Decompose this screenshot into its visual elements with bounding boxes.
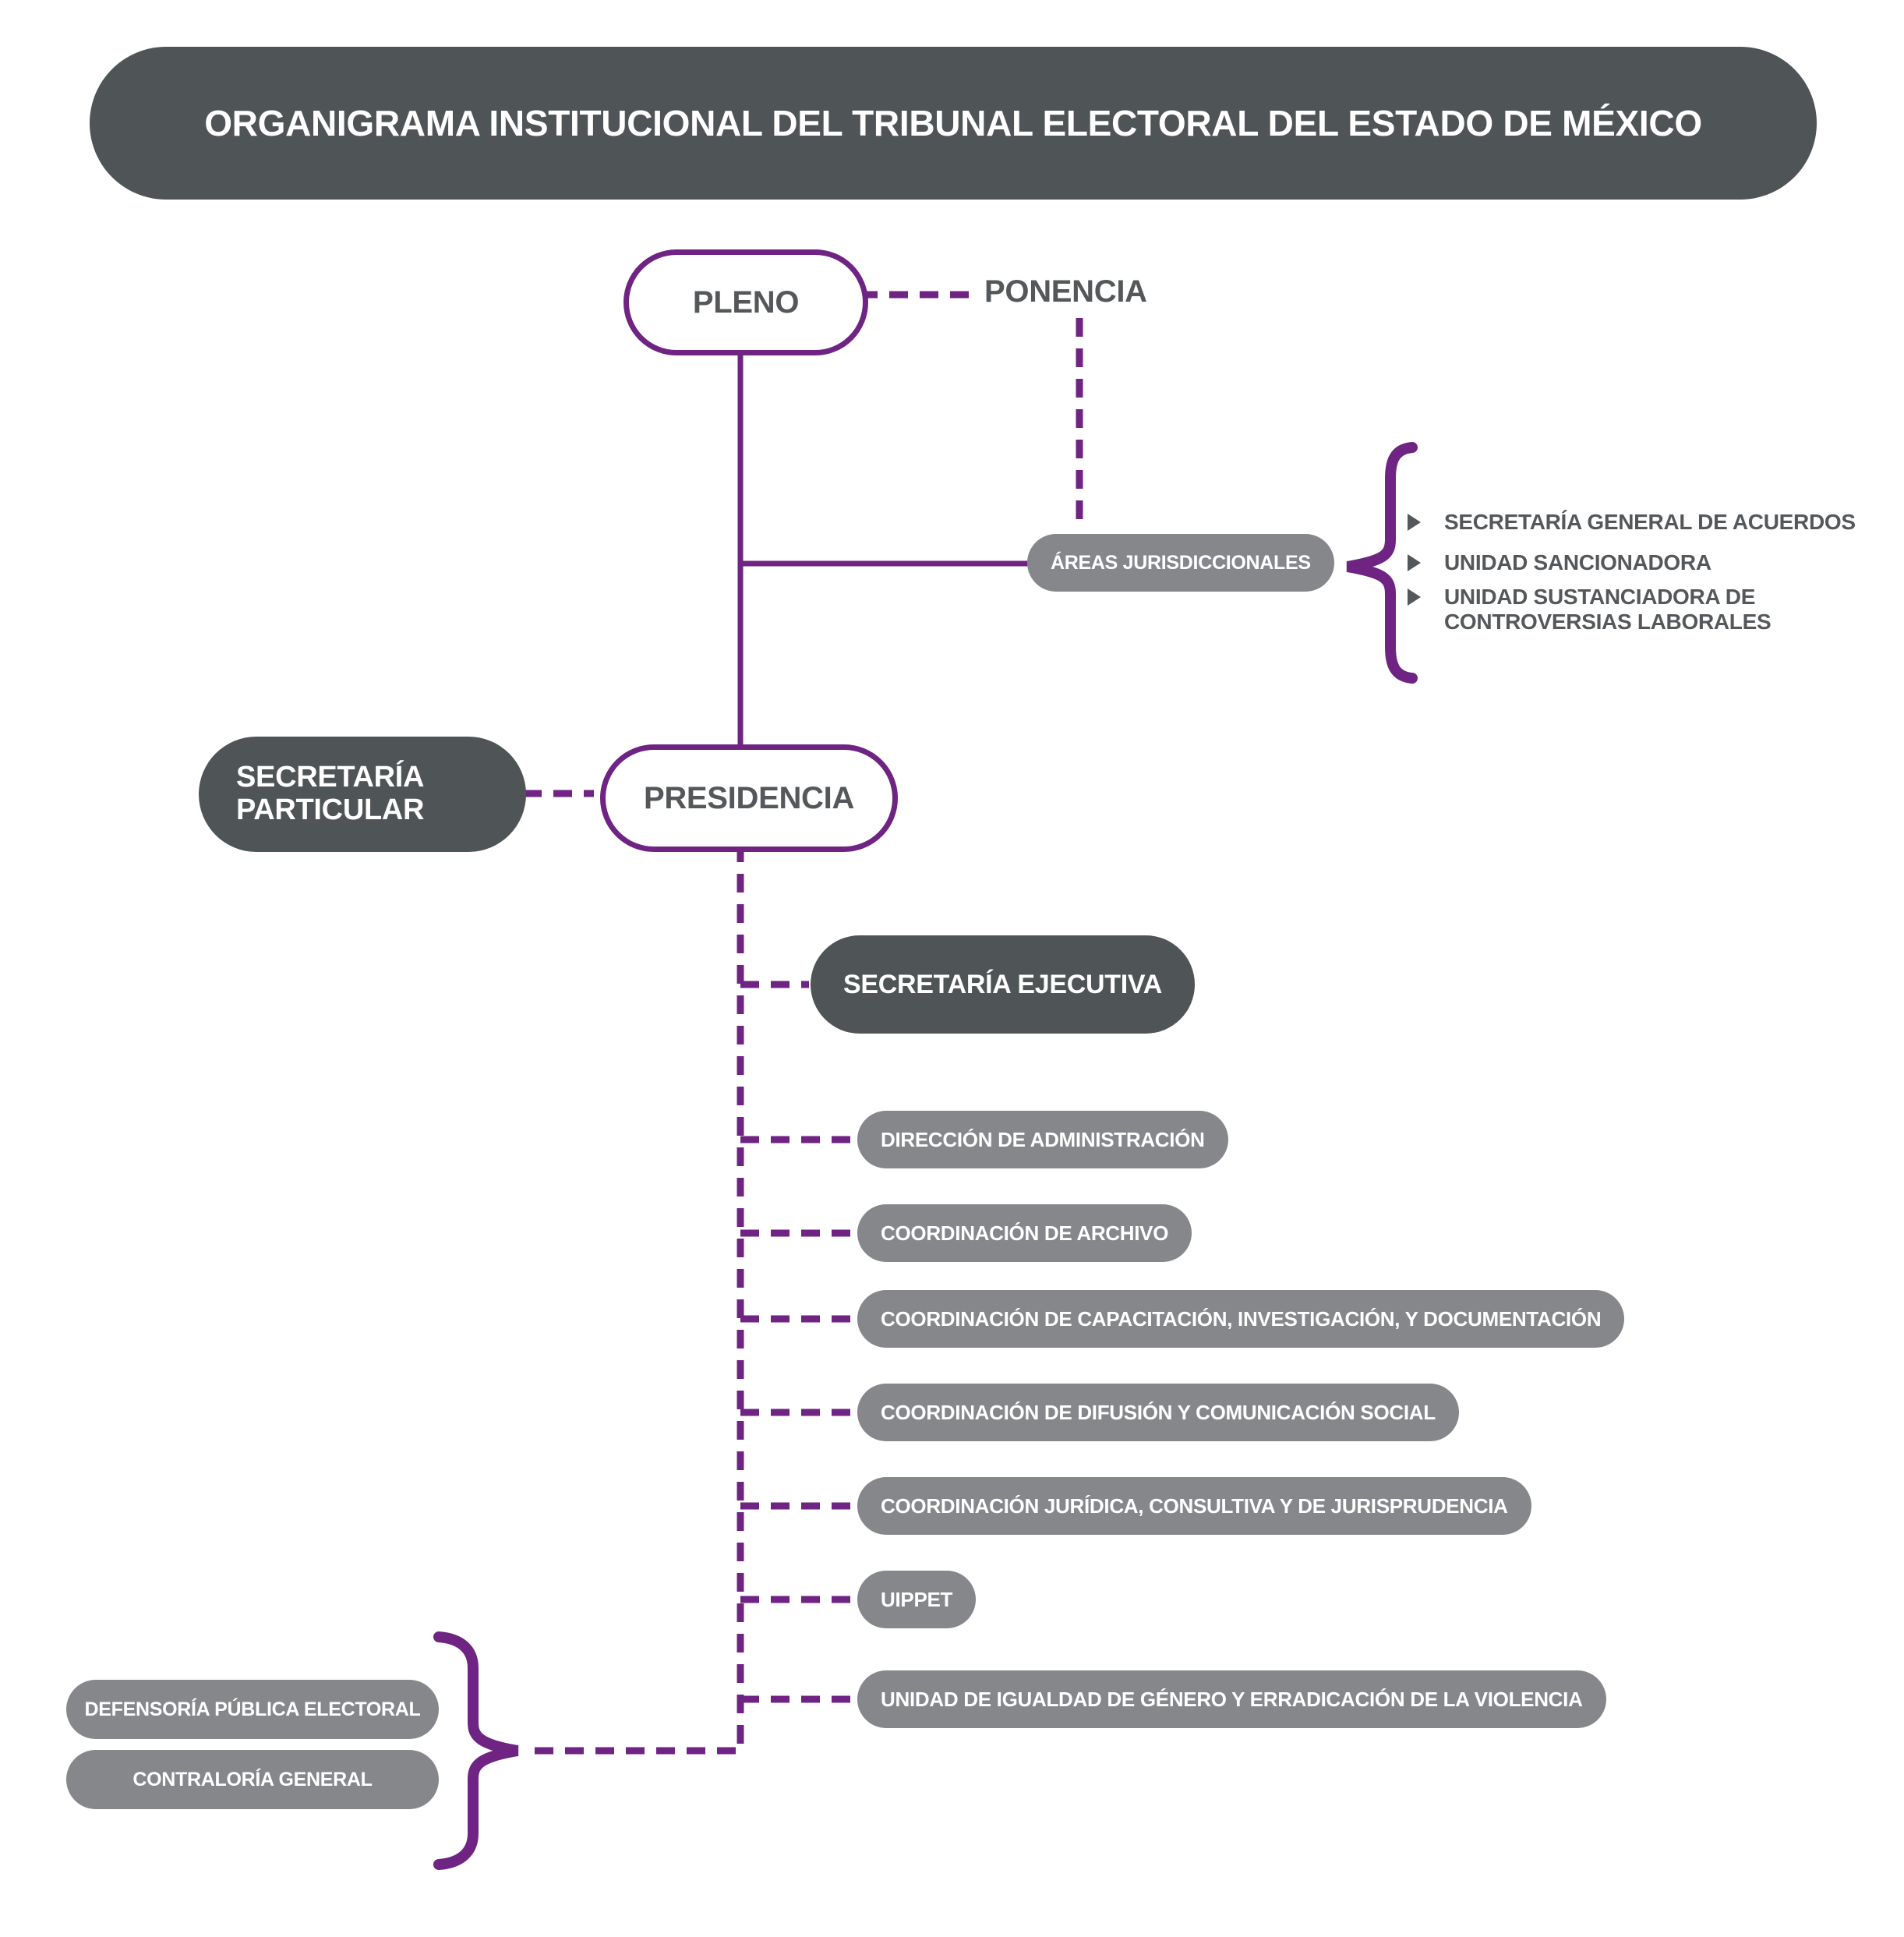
node-secretaria-particular-label: SECRETARÍA PARTICULAR xyxy=(236,761,425,826)
node-secretaria-ejecutiva-label: SECRETARÍA EJECUTIVA xyxy=(843,969,1162,999)
node-defensoria-publica-electoral: DEFENSORÍA PÚBLICA ELECTORAL xyxy=(66,1680,439,1739)
organ-label: CONTRALORÍA GENERAL xyxy=(132,1768,373,1790)
node-presidencia-label: PRESIDENCIA xyxy=(643,780,855,815)
node-uippet: UIPPET xyxy=(857,1571,977,1628)
triangle-bullet-icon xyxy=(1408,514,1421,531)
node-coordinacion-juridica-consultiva-jurisprudencia: COORDINACIÓN JURÍDICA, CONSULTIVA Y DE J… xyxy=(857,1477,1531,1535)
node-areas-jurisdiccionales-label: ÁREAS JURISDICCIONALES xyxy=(1051,551,1311,574)
node-coordinacion-difusion-comunicacion-social: COORDINACIÓN DE DIFUSIÓN Y COMUNICACIÓN … xyxy=(857,1384,1459,1441)
brace-oversight xyxy=(433,1631,519,1870)
node-presidencia: PRESIDENCIA xyxy=(600,744,898,852)
unit-label: COORDINACIÓN DE ARCHIVO xyxy=(881,1221,1169,1245)
unit-label: COORDINACIÓN JURÍDICA, CONSULTIVA Y DE J… xyxy=(881,1493,1508,1518)
node-secretaria-ejecutiva: SECRETARÍA EJECUTIVA xyxy=(811,935,1195,1034)
node-pleno: PLENO xyxy=(623,249,868,355)
triangle-bullet-icon xyxy=(1408,589,1421,606)
brace-jurisdiccionales xyxy=(1346,442,1418,684)
node-pleno-label: PLENO xyxy=(692,285,800,320)
unit-label: UIPPET xyxy=(881,1587,953,1611)
organ-label: DEFENSORÍA PÚBLICA ELECTORAL xyxy=(84,1698,421,1720)
jurisdictional-item-label: UNIDAD SUSTANCIADORA DE CONTROVERSIAS LA… xyxy=(1444,585,1772,634)
node-contraloria-general: CONTRALORÍA GENERAL xyxy=(66,1750,439,1809)
triangle-bullet-icon xyxy=(1408,554,1421,571)
node-unidad-igualdad-de-genero: UNIDAD DE IGUALDAD DE GÉNERO Y ERRADICAC… xyxy=(857,1670,1606,1728)
node-coordinacion-de-archivo: COORDINACIÓN DE ARCHIVO xyxy=(857,1204,1192,1262)
jurisdictional-item: SECRETARÍA GENERAL DE ACUERDOS xyxy=(1408,510,1856,535)
jurisdictional-item-label: UNIDAD SANCIONADORA xyxy=(1444,550,1711,574)
node-direccion-de-administracion: DIRECCIÓN DE ADMINISTRACIÓN xyxy=(857,1111,1228,1168)
unit-label: COORDINACIÓN DE DIFUSIÓN Y COMUNICACIÓN … xyxy=(881,1400,1436,1424)
unit-label: COORDINACIÓN DE CAPACITACIÓN, INVESTIGAC… xyxy=(881,1306,1602,1331)
unit-label: DIRECCIÓN DE ADMINISTRACIÓN xyxy=(881,1127,1205,1151)
node-ponencia: PONENCIA xyxy=(984,274,1147,309)
node-secretaria-particular: SECRETARÍA PARTICULAR xyxy=(199,737,526,852)
node-coordinacion-capacitacion-investigacion-documentacion: COORDINACIÓN DE CAPACITACIÓN, INVESTIGAC… xyxy=(857,1290,1625,1348)
connector-presidencia-spine xyxy=(527,843,744,1755)
jurisdictional-item: UNIDAD SUSTANCIADORA DE CONTROVERSIAS LA… xyxy=(1408,585,1779,635)
page-title: ORGANIGRAMA INSTITUCIONAL DEL TRIBUNAL E… xyxy=(204,103,1702,143)
node-ponencia-label: PONENCIA xyxy=(984,274,1147,309)
title-banner: ORGANIGRAMA INSTITUCIONAL DEL TRIBUNAL E… xyxy=(90,47,1817,200)
node-areas-jurisdiccionales: ÁREAS JURISDICCIONALES xyxy=(1027,534,1334,592)
jurisdictional-item: UNIDAD SANCIONADORA xyxy=(1408,550,1711,575)
unit-label: UNIDAD DE IGUALDAD DE GÉNERO Y ERRADICAC… xyxy=(881,1687,1583,1711)
jurisdictional-item-label: SECRETARÍA GENERAL DE ACUERDOS xyxy=(1444,510,1856,534)
